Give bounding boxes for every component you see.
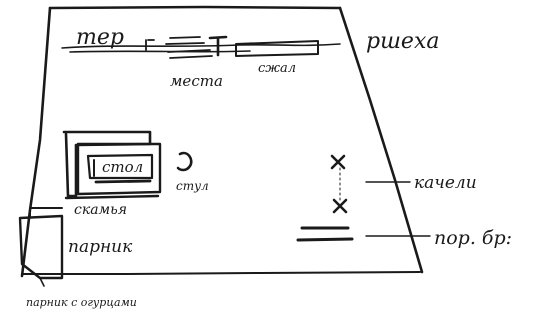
right-boundary-line <box>338 6 424 274</box>
bottom-boundary-line <box>21 271 421 275</box>
swing-label: качели <box>414 173 477 193</box>
swing-post-1 <box>330 154 346 170</box>
table-outer <box>76 142 162 196</box>
steps <box>165 36 213 59</box>
hothouse-label: парник <box>68 237 133 257</box>
tick-mark <box>145 39 155 51</box>
left-boundary-line <box>20 6 52 278</box>
terrace-row: тер места сжал ршеха <box>61 25 439 90</box>
table-group: стол скамья стул <box>62 130 209 218</box>
sofa-box <box>235 40 319 57</box>
terrace-line-2 <box>69 50 251 53</box>
bench-frame <box>62 130 152 198</box>
table-label: стол <box>102 158 143 176</box>
chair-label: стул <box>176 179 209 193</box>
bench-line <box>64 194 160 200</box>
table-box <box>86 153 154 180</box>
top-boundary-line <box>48 5 342 10</box>
table-underline <box>94 179 152 184</box>
terrace-line <box>61 43 341 49</box>
swing-post-2 <box>332 198 348 214</box>
sofa-label: сжал <box>258 61 296 76</box>
outline <box>20 5 424 278</box>
hothouse-leg <box>39 277 45 287</box>
rubbish-label: ршеха <box>366 29 439 54</box>
mesta-label: места <box>170 72 223 90</box>
bench-label: скамья <box>74 202 127 218</box>
porch-label: пор. бр: <box>434 227 512 249</box>
hothouse-roof <box>29 207 63 217</box>
post-mark <box>208 35 228 57</box>
porch-line-2 <box>296 237 354 242</box>
hothouse-group: парник парник с огурцами <box>18 207 137 309</box>
hothouse-box <box>18 214 64 280</box>
hothouse-cucumbers-label: парник с огурцами <box>26 296 137 309</box>
swing-group: качели <box>330 154 477 214</box>
porch-group: пор. бр: <box>296 226 512 249</box>
chair-mark <box>176 151 193 172</box>
